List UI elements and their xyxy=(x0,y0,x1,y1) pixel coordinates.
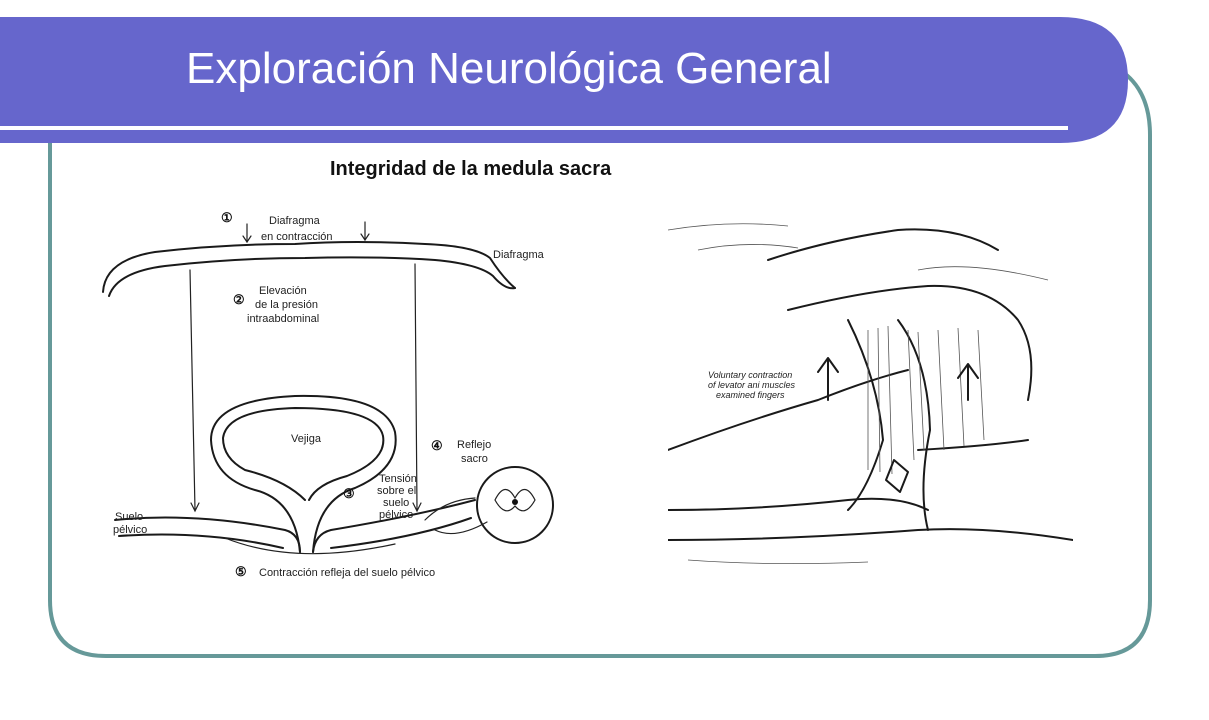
levator-ani-sketch: Voluntary contraction of levator ani mus… xyxy=(668,210,1073,585)
bladder-outer xyxy=(210,394,397,553)
step5-number: ⑤ xyxy=(235,564,247,579)
bladder-label: Vejiga xyxy=(291,433,322,445)
sketch-caption-line3: examined fingers xyxy=(716,390,785,400)
step3-label-line4: pélvico xyxy=(379,509,413,521)
step5-label: Contracción refleja del suelo pélvico xyxy=(259,567,435,579)
diaphragm-arrows xyxy=(242,221,370,244)
sketch-strokes xyxy=(668,223,1073,564)
content-frame-border xyxy=(48,68,1152,658)
pelvic-floor xyxy=(114,499,476,553)
title-banner xyxy=(0,17,1128,143)
step4-label-line1: Reflejo xyxy=(457,439,491,451)
step2-label-line1: Elevación xyxy=(259,285,307,297)
sketch-caption-line1: Voluntary contraction xyxy=(708,370,792,380)
step1-label-line1: Diafragma xyxy=(269,215,321,227)
step1-label-line2: en contracción xyxy=(261,231,333,243)
pressure-arrows xyxy=(189,263,422,513)
step3-label-line2: sobre el xyxy=(377,485,416,497)
step3-number: ③ xyxy=(343,486,355,501)
pelvic-reflex-diagram: ① Diafragma en contracción Diafragma ② E… xyxy=(102,210,554,579)
sketch-caption-line2: of levator ani muscles xyxy=(708,380,796,390)
step1-number: ① xyxy=(221,210,233,225)
step4-number: ④ xyxy=(431,438,443,453)
step3-label-line1: Tensión xyxy=(379,473,417,485)
diaphragm-label: Diafragma xyxy=(493,249,545,261)
step2-label-line3: intraabdominal xyxy=(247,313,319,325)
step4-label-line2: sacro xyxy=(461,453,488,465)
step2-label-line2: de la presión xyxy=(255,299,318,311)
reflex-arrow xyxy=(224,537,396,555)
step2-number: ② xyxy=(233,292,245,307)
slide-title: Exploración Neurológica General xyxy=(186,44,832,93)
slide-subtitle: Integridad de la medula sacra xyxy=(330,158,612,180)
spinal-cord-section xyxy=(424,466,554,544)
step3-label-line3: suelo xyxy=(383,497,409,509)
diaphragm-curve xyxy=(102,241,516,293)
pelvic-floor-label-line2: pélvico xyxy=(113,524,147,536)
pelvic-floor-label-line1: Suelo xyxy=(115,511,143,523)
